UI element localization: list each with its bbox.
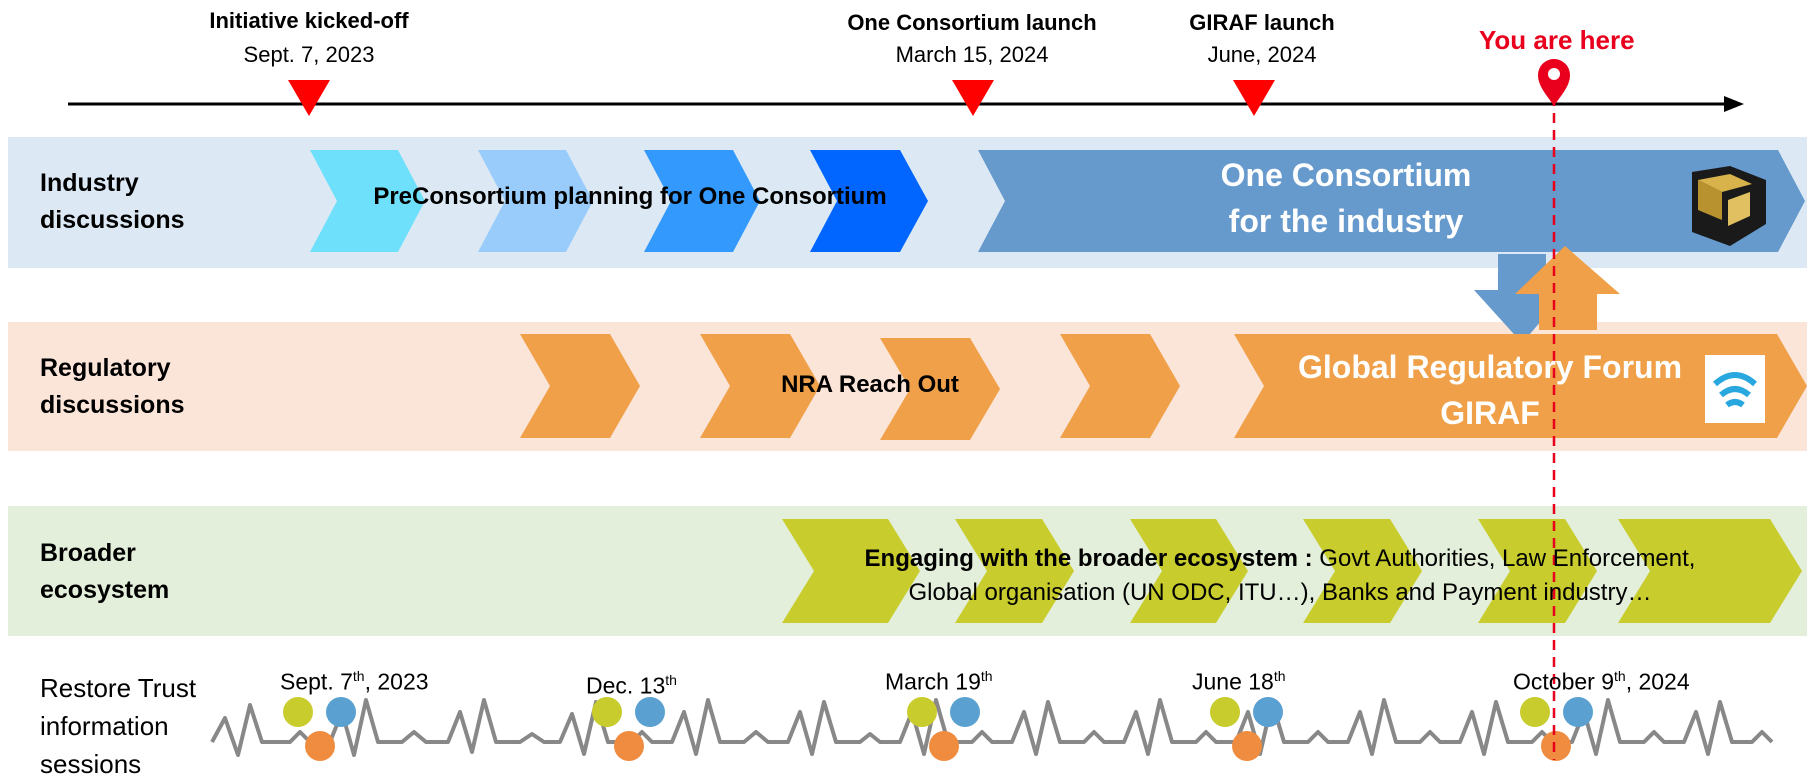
ecosystem-rest-text: Govt Authorities, Law Enforcement, [1312, 545, 1696, 572]
session-date-4: June 18th [1192, 668, 1286, 695]
ecosystem-chevron-6 [1618, 519, 1802, 623]
ecosystem-description: Engaging with the broader ecosystem : Go… [800, 542, 1760, 610]
regulatory-chevron-3 [880, 338, 1000, 440]
session-date-5: October 9th, 2024 [1513, 668, 1690, 695]
ecosystem-chevron-1 [782, 519, 920, 623]
up-arrow [1515, 246, 1620, 330]
industry-chevron-3 [644, 150, 760, 252]
one-consortium-logo-icon [1692, 166, 1766, 246]
milestone-2-date: March 15, 2024 [895, 42, 1049, 67]
milestone-1-date: Sept. 7, 2023 [243, 42, 375, 67]
session-date-1: Sept. 7th, 2023 [280, 668, 429, 695]
you-are-here-label: You are here [1479, 25, 1635, 55]
regulatory-chevron-4 [1060, 334, 1180, 438]
one-consortium-line2: for the industry [1228, 203, 1464, 239]
industry-label-line1: Industry [40, 169, 139, 197]
sessions-label-line2: information [40, 711, 169, 741]
regulatory-label-line1: Regulatory [40, 354, 171, 382]
regulatory-chevron-1 [520, 334, 640, 438]
ecosystem-chevron-5 [1478, 519, 1597, 623]
sessions-label-line1: Restore Trust [40, 673, 197, 703]
giraf-title: Global Regulatory Forum GIRAF [1250, 344, 1730, 436]
industry-chevron-1 [310, 150, 425, 252]
milestone-1-title: Initiative kicked-off [209, 8, 409, 33]
ecosystem-line2: Global organisation (UN ODC, ITU…), Bank… [908, 579, 1652, 606]
session-dots-1 [283, 697, 356, 761]
industry-chevron-4 [810, 150, 928, 252]
milestone-marker-kickoff [288, 80, 330, 116]
session-dots-2 [592, 697, 665, 761]
ecosystem-bold-text: Engaging with the broader ecosystem : [864, 545, 1313, 572]
milestone-marker-one-consortium [952, 80, 994, 116]
ecosystem-label-line2: ecosystem [40, 576, 170, 604]
giraf-arrow [1234, 334, 1807, 438]
regulatory-chevron-2 [700, 334, 820, 438]
one-consortium-line1: One Consortium [1220, 157, 1472, 193]
sessions-pulse-line [210, 698, 1774, 757]
preconsortium-text: PreConsortium planning for One Consortiu… [373, 183, 887, 210]
one-consortium-arrow [978, 150, 1805, 252]
nra-reach-out-text: NRA Reach Out [781, 371, 959, 398]
session-dots-4 [1210, 697, 1283, 761]
regulatory-lane-label: Regulatory discussions [40, 350, 185, 424]
industry-chevron-2 [478, 150, 593, 252]
milestone-2-title: One Consortium launch [847, 10, 1097, 35]
giraf-line2: GIRAF [1440, 395, 1540, 431]
session-dots-5 [1520, 697, 1593, 761]
location-pin-icon [1538, 59, 1570, 106]
giraf-line1: Global Regulatory Forum [1297, 349, 1683, 385]
ecosystem-label-line1: Broader [40, 539, 136, 567]
giraf-wifi-logo-icon [1705, 355, 1765, 423]
milestone-3-date: June, 2024 [1207, 42, 1317, 67]
session-date-3: March 19th [885, 668, 993, 695]
industry-lane-label: Industry discussions [40, 165, 185, 239]
milestone-marker-giraf [1233, 80, 1275, 116]
session-date-2: Dec. 13th [586, 672, 677, 699]
ecosystem-chevron-4 [1303, 519, 1422, 623]
industry-label-line2: discussions [40, 206, 185, 234]
regulatory-label-line2: discussions [40, 391, 185, 419]
milestone-3-title: GIRAF launch [1189, 10, 1335, 35]
timeline-arrowhead [1724, 96, 1744, 112]
sessions-label-line3: sessions [40, 749, 142, 779]
ecosystem-lane-label: Broader ecosystem [40, 535, 169, 609]
one-consortium-title: One Consortium for the industry [1096, 152, 1596, 244]
ecosystem-line1: Engaging with the broader ecosystem : Go… [800, 542, 1760, 576]
ecosystem-chevron-3 [1130, 519, 1248, 623]
ecosystem-chevron-2 [955, 519, 1074, 623]
session-dots-3 [907, 697, 980, 761]
sessions-lane-label: Restore Trust information sessions [40, 669, 196, 783]
